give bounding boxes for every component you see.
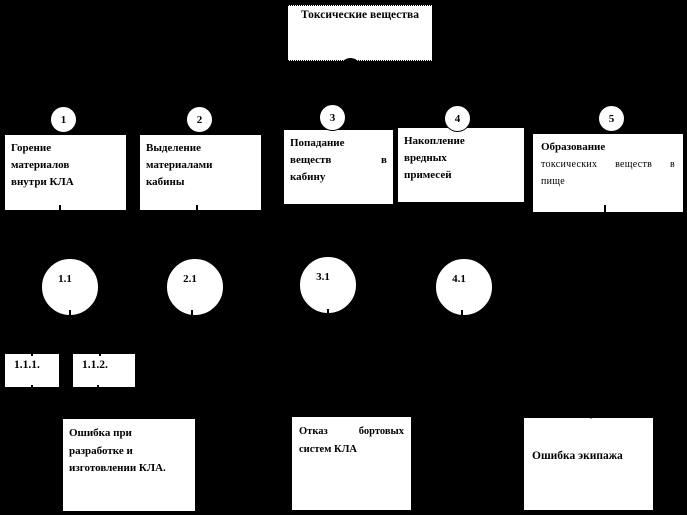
connector-tick: [327, 309, 329, 317]
arrowhead-icon: [351, 408, 363, 416]
connector-tick: [196, 205, 198, 213]
intermediate-circle-label: 4.1: [452, 273, 466, 285]
intermediate-circle-4-1: 4.1: [435, 258, 493, 316]
connector-tick: [191, 310, 193, 318]
connector-tick: [31, 385, 33, 393]
connector-tick: [59, 205, 61, 213]
intermediate-circle-3-1: 3.1: [299, 256, 357, 314]
event-circle-5: 5: [598, 105, 625, 132]
intermediate-circle-2-1: 2.1: [166, 258, 224, 316]
connector-tick: [604, 205, 606, 213]
sub-event-box-1-1-1: 1.1.1.: [3, 352, 61, 389]
connector-tick: [69, 310, 71, 318]
intermediate-circle-label: 1.1: [58, 273, 72, 285]
or-gate-icon: [340, 58, 361, 79]
event-circle-3: 3: [319, 104, 346, 131]
event-circle-4: 4: [444, 105, 471, 132]
intermediate-circle-label: 3.1: [316, 271, 330, 283]
base-event-box-crew-error: Ошибка экипажа: [522, 416, 655, 512]
intermediate-circle-1-1: 1.1: [41, 258, 99, 316]
event-circle-1: 1: [50, 106, 77, 133]
arrowhead-icon: [585, 411, 597, 419]
connector-tick: [31, 348, 33, 356]
arrowhead-icon: [93, 411, 105, 419]
connector-tick: [461, 310, 463, 318]
event-circle-2: 2: [186, 106, 213, 133]
connector-tick: [99, 348, 101, 356]
sub-event-box-1-1-2: 1.1.2.: [71, 352, 137, 389]
connector-tick: [97, 385, 99, 393]
intermediate-circle-label: 2.1: [183, 273, 197, 285]
top-event-box: Токсические вещества: [287, 5, 433, 61]
